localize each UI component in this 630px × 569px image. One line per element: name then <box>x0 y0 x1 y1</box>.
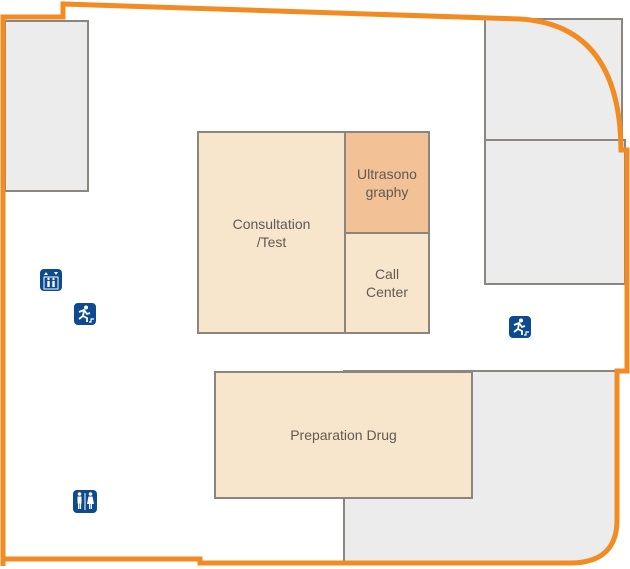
room-consultation[interactable] <box>197 131 346 334</box>
room-consultation-label: Consultation /Test <box>232 215 311 250</box>
room-ultrasonography[interactable] <box>344 131 430 234</box>
room-call-center-label: Call Center <box>365 266 409 300</box>
restroom-icon[interactable] <box>73 490 97 513</box>
room-preparation-drug[interactable] <box>214 371 473 499</box>
service-area-left <box>4 20 89 192</box>
emergency-exit-icon[interactable] <box>74 303 96 325</box>
room-call-center[interactable] <box>344 232 430 334</box>
room-preparation-drug-label: Preparation Drug <box>290 427 397 443</box>
service-area-right <box>484 139 626 285</box>
room-ultrasonography-label: Ultrasono graphy <box>357 165 417 200</box>
elevator-icon[interactable] <box>40 269 62 291</box>
emergency-exit-icon[interactable] <box>509 316 531 338</box>
service-area-top-right <box>484 18 623 141</box>
